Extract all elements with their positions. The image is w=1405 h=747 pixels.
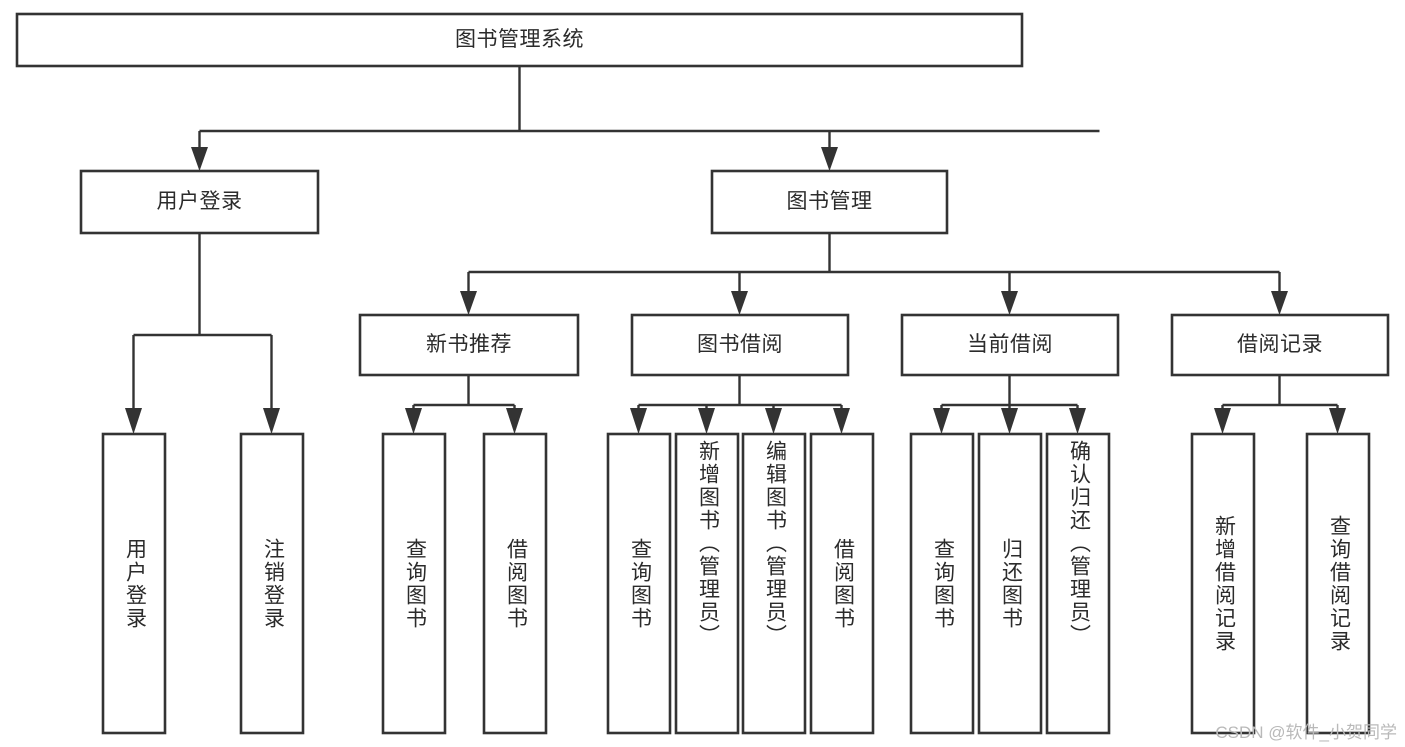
node-box-new-book-recommend[interactable] <box>358 313 580 377</box>
arrowhead-record-l2 <box>1329 408 1346 434</box>
arrowhead-bookmgmt-c4 <box>1271 291 1288 315</box>
arrowhead-borrow-l2 <box>698 408 715 434</box>
node-box-leaf-6[interactable] <box>741 432 807 735</box>
node-box-leaf-10[interactable] <box>1045 432 1111 735</box>
arrowhead-borrow-l4 <box>833 408 850 434</box>
connector-group <box>125 66 1346 434</box>
node-box-current-borrow[interactable] <box>900 313 1120 377</box>
node-box-leaf-0[interactable] <box>101 432 167 735</box>
node-box-leaf-12[interactable] <box>1305 432 1371 735</box>
node-box-leaf-5[interactable] <box>674 432 740 735</box>
arrowhead-current-l3 <box>1069 408 1086 434</box>
node-box-leaf-11[interactable] <box>1190 432 1256 735</box>
node-box-group <box>15 12 1390 735</box>
node-box-user-login[interactable] <box>79 169 320 235</box>
arrowhead-newbook-l1 <box>405 408 422 434</box>
arrowhead-borrow-l1 <box>630 408 647 434</box>
arrowhead-login-child1 <box>125 408 142 434</box>
watermark-text: CSDN @软件_小贺同学 <box>1215 723 1397 742</box>
node-box-leaf-3[interactable] <box>482 432 548 735</box>
node-box-leaf-4[interactable] <box>606 432 672 735</box>
arrowhead-login-child2 <box>263 408 280 434</box>
node-box-leaf-2[interactable] <box>381 432 447 735</box>
node-box-leaf-8[interactable] <box>909 432 975 735</box>
node-box-leaf-9[interactable] <box>977 432 1043 735</box>
arrowhead-borrow-l3 <box>765 408 782 434</box>
arrowhead-bookmgmt-c1 <box>460 291 477 315</box>
arrowhead-current-l1 <box>933 408 950 434</box>
node-box-book-borrow[interactable] <box>630 313 850 377</box>
node-box-root[interactable] <box>15 12 1024 68</box>
arrowhead-current-l2 <box>1001 408 1018 434</box>
node-box-leaf-7[interactable] <box>809 432 875 735</box>
arrowhead-root-to-bookmgmt <box>821 147 838 171</box>
arrowhead-bookmgmt-c2 <box>731 291 748 315</box>
arrowhead-record-l1 <box>1214 408 1231 434</box>
node-box-borrow-record[interactable] <box>1170 313 1390 377</box>
arrowhead-root-to-login <box>191 147 208 171</box>
node-box-book-management[interactable] <box>710 169 949 235</box>
arrowhead-newbook-l2 <box>506 408 523 434</box>
arrowhead-bookmgmt-c3 <box>1001 291 1018 315</box>
node-box-leaf-1[interactable] <box>239 432 305 735</box>
